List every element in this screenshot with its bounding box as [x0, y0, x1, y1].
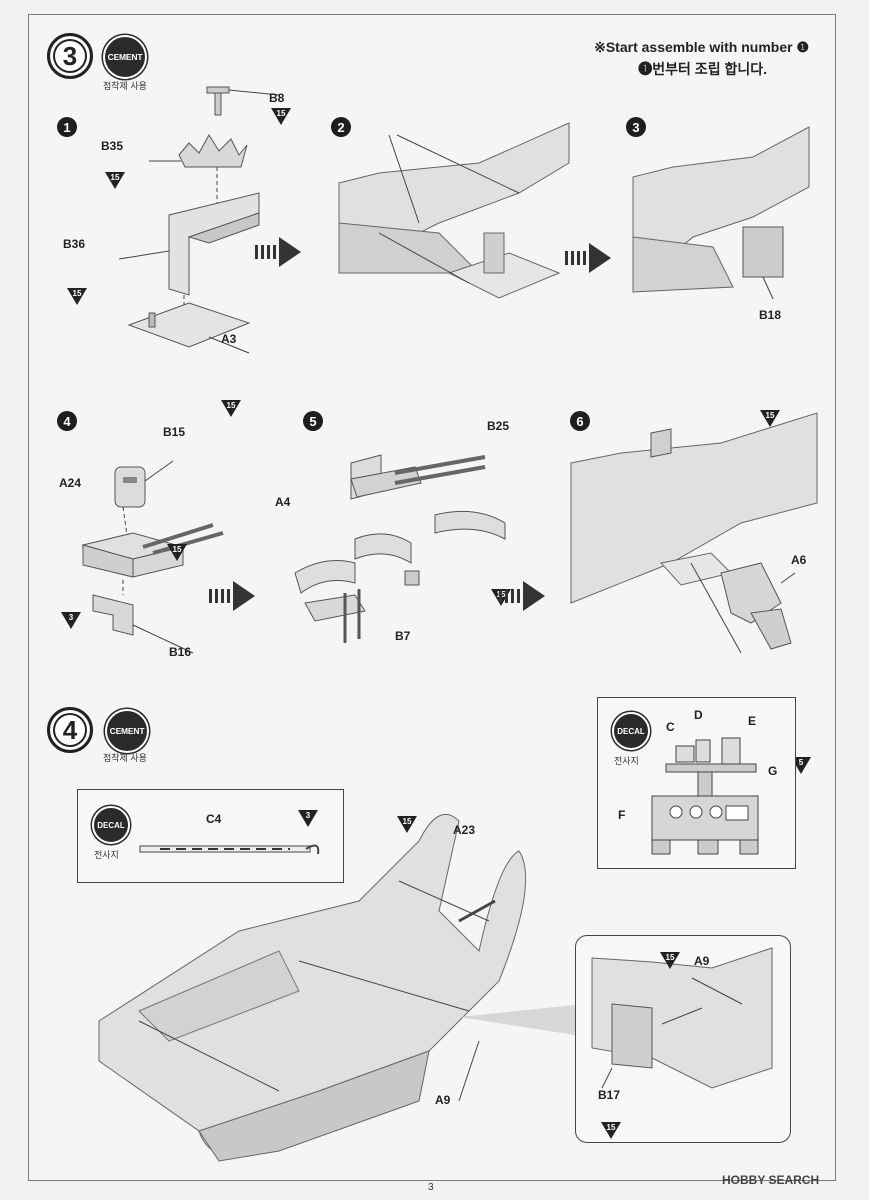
substep-1-drawing: [118, 86, 280, 354]
start-note-kr: ❶번부터 조립 합니다.: [638, 61, 767, 77]
part-b16: B16: [169, 645, 192, 659]
part-b7: B7: [395, 629, 411, 643]
inset-detail-box: 15 A9 B17 15: [575, 935, 791, 1143]
decal-badge: DECAL: [92, 806, 130, 844]
decal-c: C: [666, 720, 675, 734]
paint-3: 3: [61, 612, 81, 629]
instruction-page: 3 CEMENT 접착제 사용 ※Start assemble with num…: [28, 14, 836, 1181]
arrow-right-icon: [499, 581, 545, 611]
arrow-right-icon: [209, 581, 255, 611]
decal-d: D: [694, 708, 703, 722]
decal-e: E: [748, 714, 757, 728]
substep-5-drawing: [294, 454, 506, 643]
paint-15: 15: [105, 172, 125, 189]
decal-c4-box: DECAL 전사지 C4 3: [77, 789, 344, 883]
part-a23: A23: [453, 823, 476, 837]
decal-c4-strip: [139, 844, 320, 855]
part-a9: A9: [435, 1093, 451, 1107]
substep-6-drawing: [570, 412, 818, 654]
paint-15: 15: [221, 400, 241, 417]
arrow-right-icon: [255, 237, 301, 267]
paint-15: 15: [67, 288, 87, 305]
paint-3: 3: [298, 810, 318, 827]
paint-15: 15: [397, 816, 417, 833]
paint-5: 5: [791, 757, 811, 774]
decal-c4-label: C4: [206, 812, 222, 826]
part-a9-inset: A9: [694, 954, 710, 968]
substep-2-drawing: [338, 122, 570, 299]
cement-badge: CEMENT: [103, 35, 147, 79]
substep-1: 1: [57, 117, 77, 137]
part-b25: B25: [487, 419, 510, 433]
part-b35: B35: [101, 139, 124, 153]
substep-3-drawing: [632, 126, 810, 300]
paint-15: 15: [271, 108, 291, 125]
watermark: HOBBY SEARCH: [722, 1173, 820, 1187]
paint-15: 15: [167, 544, 187, 561]
substep-6: 6: [570, 411, 590, 431]
cement-kr-label: 접착제 사용: [103, 81, 147, 91]
part-b18: B18: [759, 308, 782, 322]
substep-3: 3: [626, 117, 646, 137]
inset-pointer: [459, 1005, 575, 1035]
substep-4-drawing: [81, 460, 224, 654]
part-a6: A6: [791, 553, 807, 567]
part-a24: A24: [59, 476, 82, 490]
substep-2: 2: [331, 117, 351, 137]
instrument-panel-drawing: [651, 737, 759, 855]
part-b17: B17: [598, 1088, 621, 1102]
part-b15: B15: [163, 425, 186, 439]
decal-f: F: [618, 808, 626, 822]
cement-badge: CEMENT: [105, 709, 149, 753]
paint-15: 15: [660, 952, 680, 969]
substep-4: 4: [57, 411, 77, 431]
step-4-number: 4: [47, 707, 93, 753]
paint-15: 15: [601, 1122, 621, 1139]
decal-kr-label: 전사지: [614, 756, 639, 766]
inset-detail-drawing: [591, 947, 773, 1089]
decal-g: G: [768, 764, 778, 778]
step-3-number: 3: [47, 33, 93, 79]
decal-kr-label: 전사지: [94, 850, 119, 860]
decal-panel-box: DECAL 전사지 C D E F G: [597, 697, 796, 869]
part-b8: B8: [269, 91, 285, 105]
substep-5: 5: [303, 411, 323, 431]
part-b36: B36: [63, 237, 86, 251]
cement-kr-label: 접착제 사용: [103, 753, 147, 763]
paint-15: 15: [760, 410, 780, 427]
start-note-en: ※Start assemble with number ❶: [594, 39, 809, 55]
part-a4: A4: [275, 495, 291, 509]
fuselage-drawing: [98, 813, 527, 1162]
decal-badge: DECAL: [612, 712, 650, 750]
page-number: 3: [428, 1182, 434, 1193]
arrow-right-icon: [565, 243, 611, 273]
part-a3: A3: [221, 332, 237, 346]
